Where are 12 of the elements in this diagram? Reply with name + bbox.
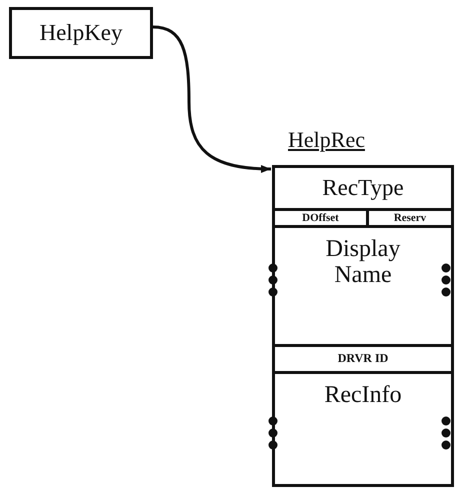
key-box xyxy=(9,7,153,59)
field-label: Display Name xyxy=(324,236,402,289)
field-label: DRVR ID xyxy=(338,352,388,366)
field-box xyxy=(369,211,451,228)
field-label: RecType xyxy=(322,175,404,201)
field-label: HelpKey xyxy=(39,20,123,46)
field-label: RecInfo xyxy=(323,382,403,408)
record-heading: HelpRec xyxy=(288,128,365,152)
field-label: Reserv xyxy=(394,212,426,224)
field-label: DOffset xyxy=(302,212,339,224)
field-box xyxy=(275,211,369,228)
arrow xyxy=(152,26,272,173)
